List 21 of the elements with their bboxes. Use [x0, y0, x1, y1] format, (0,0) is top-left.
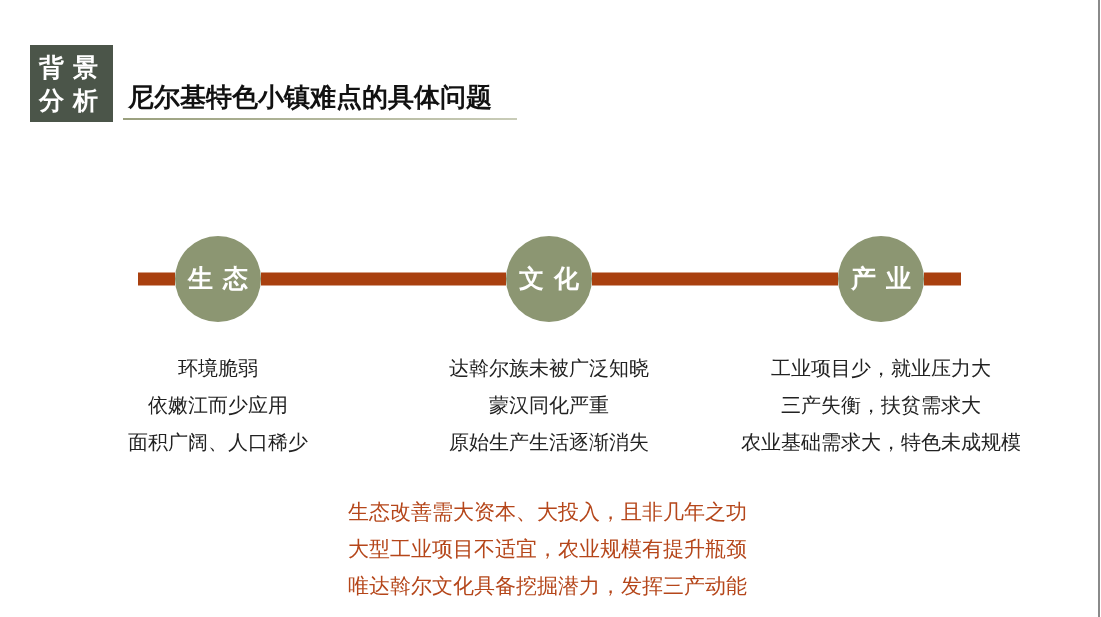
section-badge: [30, 45, 113, 122]
issue-text: 原始生产生活逐渐消失: [449, 429, 649, 455]
issue-text: 蒙汉同化严重: [489, 392, 609, 418]
conclusion-text: 唯达斡尔文化具备挖掘潜力，发挥三产动能: [348, 573, 747, 599]
category-label: 产业: [851, 264, 921, 294]
category-label: 生态: [188, 264, 258, 294]
issue-text: 工业项目少，就业压力大: [771, 355, 991, 381]
category-label: 文化: [519, 264, 589, 294]
issue-text: 依嫩江而少应用: [148, 392, 288, 418]
issue-text: 三产失衡，扶贫需求大: [781, 392, 981, 418]
conclusion-text: 生态改善需大资本、大投入，且非几年之功: [348, 499, 747, 525]
issue-text: 达斡尔族未被广泛知晓: [449, 355, 649, 381]
timeline-bar: [138, 272, 175, 286]
issue-text: 面积广阔、人口稀少: [128, 429, 308, 455]
page-title: 尼尔基特色小镇难点的具体问题: [128, 81, 492, 113]
badge-label: 背景分析: [39, 52, 108, 117]
timeline-bar: [261, 272, 506, 286]
conclusion-text: 大型工业项目不适宜，农业规模有提升瓶颈: [348, 536, 747, 562]
issue-text: 农业基础需求大，特色未成规模: [741, 429, 1021, 455]
issue-text: 环境脆弱: [178, 355, 258, 381]
timeline-bar: [924, 272, 961, 286]
